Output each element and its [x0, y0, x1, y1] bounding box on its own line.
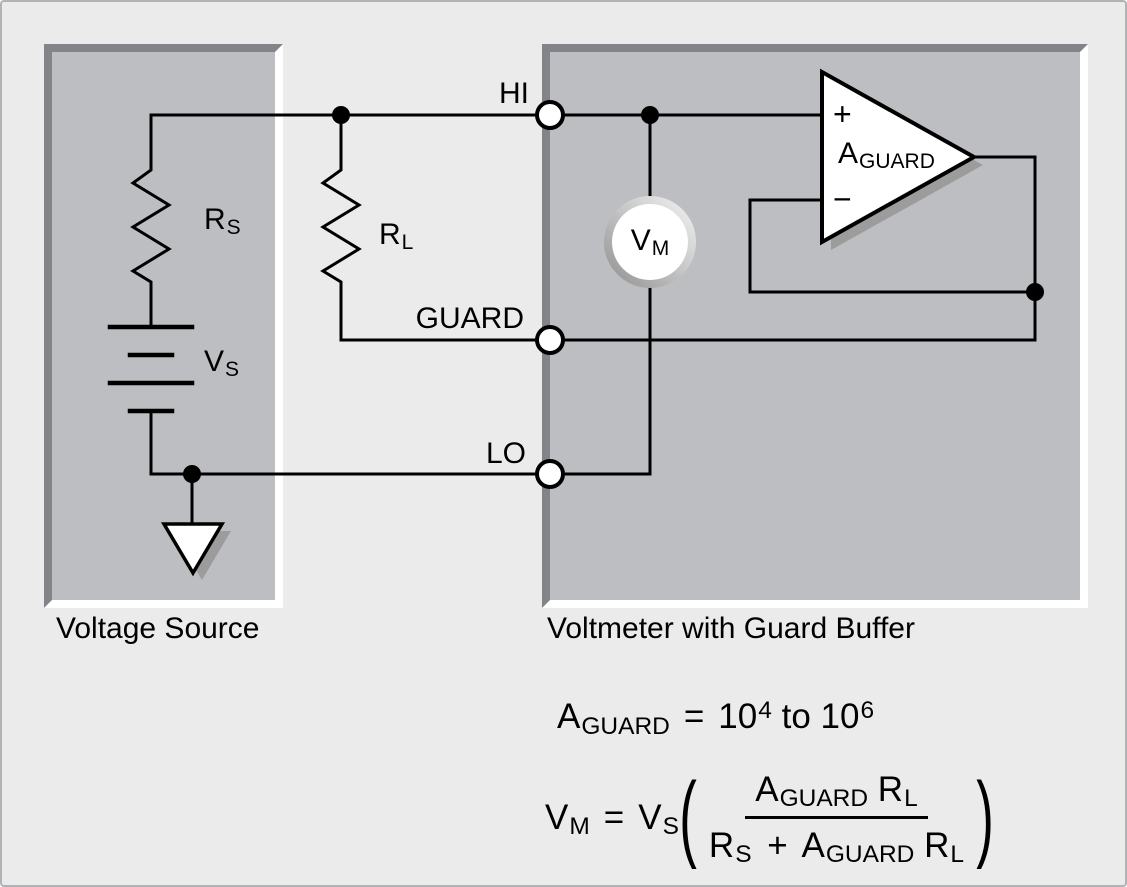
vm-label: VM	[630, 224, 670, 261]
voltmeter-caption: Voltmeter with Guard Buffer	[547, 612, 915, 645]
junction-dot	[183, 465, 201, 483]
opamp-minus-sign: −	[833, 181, 852, 217]
gain-equation: AGUARD=104 to 106	[557, 696, 875, 740]
guard-label: GUARD	[415, 302, 524, 335]
opamp-triangle	[820, 68, 979, 246]
ground-icon	[160, 522, 226, 577]
opamp-plus-sign: +	[833, 96, 852, 132]
rl-label: RL	[379, 218, 414, 255]
lo-terminal	[535, 459, 565, 489]
voltage-source-caption: Voltage Source	[56, 612, 260, 645]
vm-eq-coef: VS	[638, 797, 679, 841]
voltmeter-box	[542, 44, 1088, 608]
vm-eq-lhs: VM	[545, 797, 590, 841]
open-paren: (	[679, 763, 697, 870]
close-paren: )	[976, 763, 994, 870]
vs-label: VS	[204, 345, 240, 382]
junction-dot	[332, 106, 350, 124]
junction-dot	[641, 106, 659, 124]
vm-equation: VM = VS ( AGUARD RL RS + AGUARD RL )	[545, 763, 994, 870]
rs-label: RS	[204, 203, 241, 240]
vm-eq-fraction: AGUARD RL RS + AGUARD RL	[699, 772, 974, 869]
vs-battery	[107, 324, 195, 414]
vm-meter-face	[612, 204, 688, 280]
feedback-wire	[748, 198, 1037, 294]
junction-dot	[1026, 283, 1044, 301]
rl-resistor	[320, 113, 362, 342]
lo-wire	[149, 287, 652, 476]
hi-label: HI	[499, 77, 529, 110]
lo-label: LO	[485, 437, 526, 470]
rs-resistor	[130, 113, 172, 328]
opamp-gain-label: AGUARD	[838, 137, 935, 174]
output-wire	[972, 155, 1037, 342]
fraction-numerator: AGUARD RL	[745, 772, 928, 819]
hi-terminal	[535, 100, 565, 130]
fraction-denominator: RS + AGUARD RL	[708, 825, 965, 869]
guard-terminal	[535, 325, 565, 355]
